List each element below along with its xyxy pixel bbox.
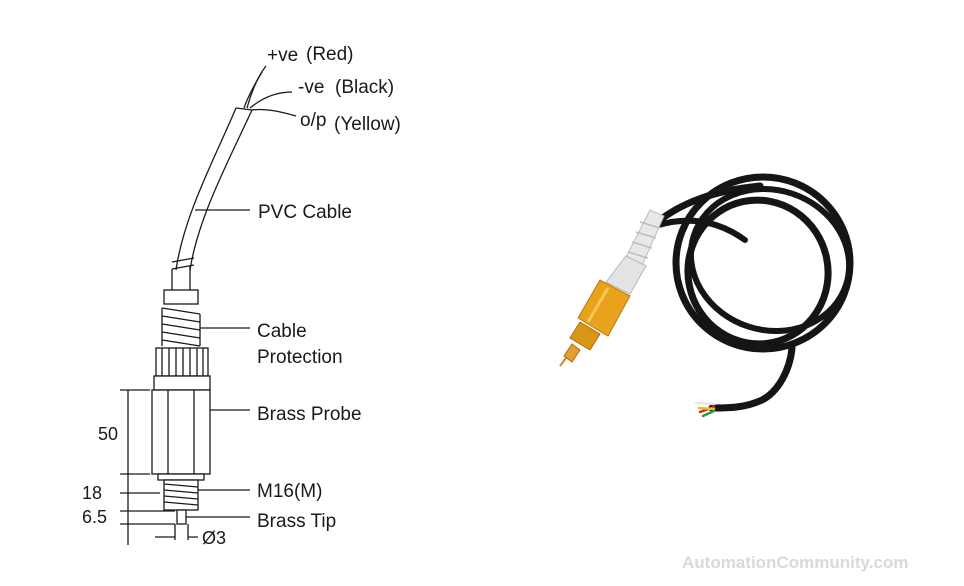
wire-yellow xyxy=(697,406,716,411)
dimension-lines xyxy=(120,389,198,545)
brass-probe-body xyxy=(151,389,211,481)
wire-negative-color: (Black) xyxy=(335,77,394,98)
dim-tip-length: 6.5 xyxy=(82,507,107,527)
dim-thread-length: 18 xyxy=(82,483,102,503)
sensor-line-drawing: +ve (Red) -ve (Black) o/p (Yellow) PVC C… xyxy=(82,44,401,548)
wire-output-sign: o/p xyxy=(300,110,326,131)
wire-positive-color: (Red) xyxy=(306,44,354,65)
label-cable-protection-line1: Cable xyxy=(257,321,307,342)
gland-nut xyxy=(153,347,211,391)
brass-tip xyxy=(176,509,187,525)
sensor-product-photo xyxy=(559,173,854,418)
wire-tails xyxy=(694,401,716,418)
dim-tip-diameter: Ø3 xyxy=(202,528,226,548)
leader-lines xyxy=(186,209,250,518)
watermark: AutomationCommunity.com xyxy=(682,553,908,572)
wire-white xyxy=(694,401,716,406)
m16-thread xyxy=(163,479,199,511)
strain-relief xyxy=(605,209,665,295)
wire-ends xyxy=(243,65,297,117)
dim-probe-length: 50 xyxy=(98,424,118,444)
label-brass-tip: Brass Tip xyxy=(257,511,336,532)
pvc-cable xyxy=(171,107,253,290)
wire-positive-sign: +ve xyxy=(267,45,298,66)
wire-green xyxy=(701,409,716,418)
wire-output-color: (Yellow) xyxy=(334,114,401,135)
coiled-cable xyxy=(644,173,854,412)
label-thread: M16(M) xyxy=(257,481,322,502)
brass-body xyxy=(559,279,631,367)
cable-protection-spring xyxy=(161,289,201,347)
label-cable-protection-line2: Protection xyxy=(257,347,343,368)
label-brass-probe: Brass Probe xyxy=(257,404,362,425)
label-pvc-cable: PVC Cable xyxy=(258,202,352,223)
wire-negative-sign: -ve xyxy=(298,77,324,98)
